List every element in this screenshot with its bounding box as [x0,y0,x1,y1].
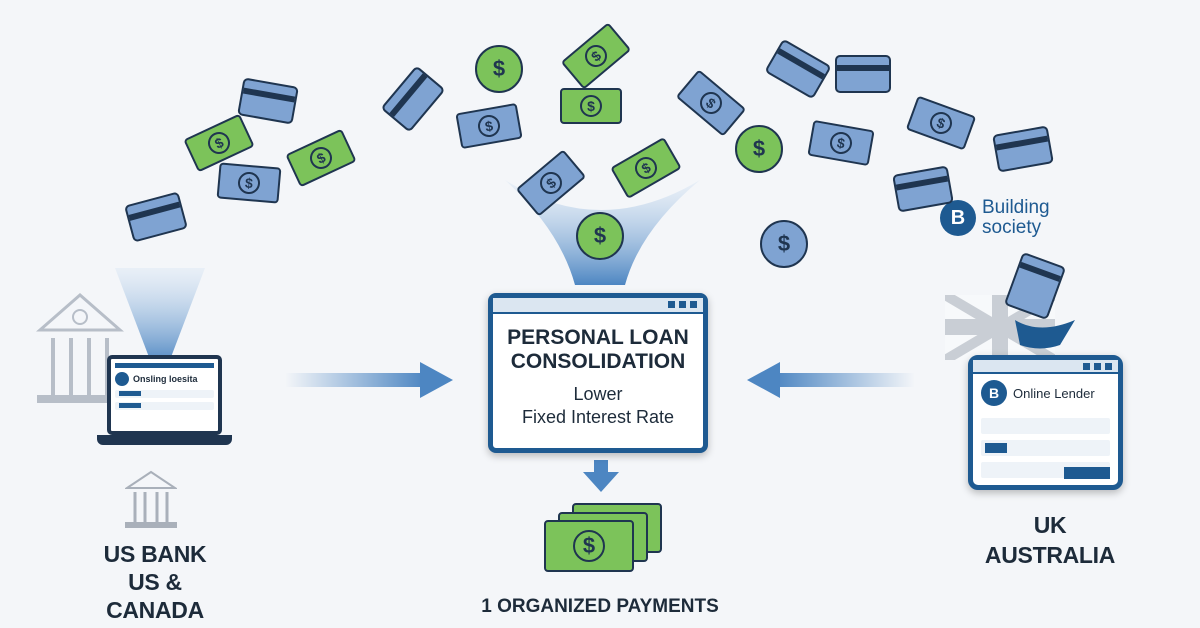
dollar-bill-icon: $ [560,88,622,124]
building-society-line1: Building [982,197,1050,218]
right-region-label: UK AUSTRALIA [975,510,1125,570]
left-region-label: US BANK US & CANADA [80,540,230,624]
arrow-right-icon [285,362,453,398]
building-society-line2: society [982,217,1042,238]
dollar-sign-icon: $ [535,167,567,199]
payment-bill-icon: $ [544,520,634,572]
subtitle-line-1: Lower [573,384,623,404]
dollar-bill-icon: $ [216,162,282,204]
consolidation-window: PERSONAL LOAN CONSOLIDATION Lower Fixed … [488,293,708,453]
dollar-sign-icon: $ [476,113,502,139]
organized-payments-label: 1 ORGANIZED PAYMENTS [481,596,719,617]
credit-card-icon [835,55,891,93]
dollar-sign-icon: $ [630,152,662,184]
coin-icon: $ [576,212,624,260]
right-funnel [1015,320,1075,349]
small-bank-icon [123,470,179,532]
laptop-logo [115,372,129,386]
dollar-sign-icon: $ [237,171,261,195]
left-funnel [115,268,205,365]
laptop-icon: Onsling loesita [97,355,232,450]
lender-logo: B [981,380,1007,406]
dollar-sign: $ [573,530,605,562]
lender-action-button[interactable] [1064,467,1110,479]
coin-icon: $ [735,125,783,173]
arrow-left-icon [747,362,915,398]
title-line-2: CONSOLIDATION [510,350,686,373]
coin-icon: $ [475,45,523,93]
coin-icon: $ [760,220,808,268]
australia-label: AUSTRALIA [984,542,1116,568]
subtitle-line-2: Fixed Interest Rate [521,407,675,427]
dollar-sign-icon: $ [695,87,727,119]
laptop-title: Onsling loesita [133,374,198,384]
dollar-sign-icon: $ [204,128,234,158]
us-bank-label: US BANK [103,541,207,567]
dollar-sign-icon: $ [580,95,602,117]
building-society-logo-mark: B [940,200,976,236]
lender-title: Online Lender [1013,385,1095,401]
title-line-1: PERSONAL LOAN [507,326,689,349]
dollar-sign-icon: $ [926,108,956,138]
dollar-sign-icon: $ [580,40,612,72]
arrow-down-icon [583,460,619,492]
dollar-sign-icon: $ [828,130,854,156]
us-canada-label: US & CANADA [106,569,204,623]
uk-label: UK [1033,512,1067,538]
dollar-sign-icon: $ [306,143,336,173]
online-lender-window: B Online Lender [968,355,1123,490]
